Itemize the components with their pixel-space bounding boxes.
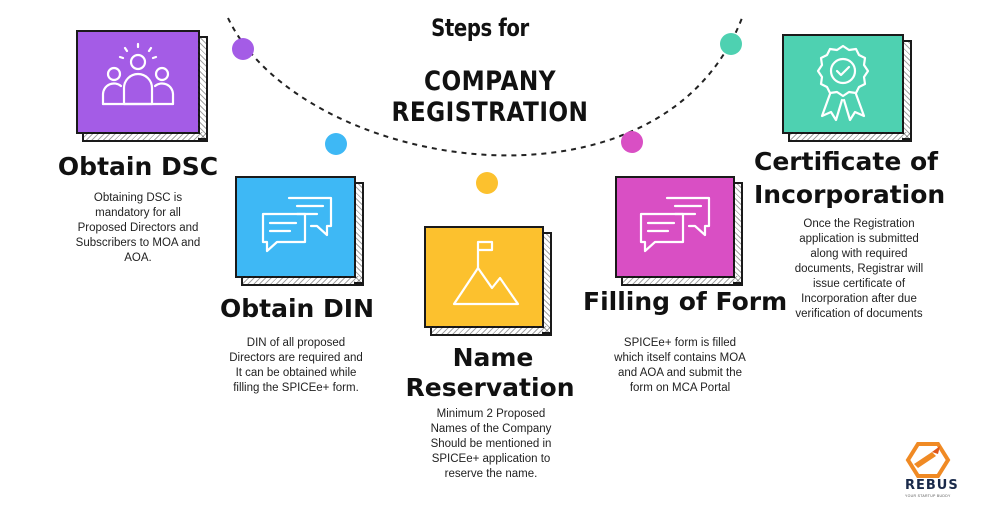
title-line1: Steps for (431, 14, 529, 42)
curve-dot-blue (325, 133, 347, 155)
step-name-shadow (542, 232, 552, 334)
award-badge-icon (816, 44, 870, 122)
step-certificate-heading-line2: Incorporation (754, 180, 946, 209)
step-form-card (615, 176, 735, 278)
page-title: COMPANY REGISTRATION (391, 66, 589, 128)
step-certificate-card (782, 34, 904, 134)
step-din-heading: Obtain DIN (219, 294, 375, 323)
curve-dot-teal (720, 33, 742, 55)
step-name-card (424, 226, 544, 328)
step-certificate-desc: Once the Registration application is sub… (794, 218, 924, 320)
curve-dot-purple (232, 38, 254, 60)
step-din-desc: DIN of all proposed Directors are requir… (229, 337, 363, 394)
step-dsc-heading: Obtain DSC (57, 152, 219, 181)
chat-bubbles-icon (261, 196, 333, 253)
rebus-logo-icon (905, 442, 951, 478)
step-dsc-desc: Obtaining DSC is mandatory for all Propo… (75, 192, 201, 264)
step-name-desc: Minimum 2 Proposed Names of the Company … (430, 408, 552, 480)
chat-bubbles-icon (639, 196, 711, 253)
step-form-desc: SPICEe+ form is filled which itself cont… (614, 337, 746, 394)
step-din-shadow (354, 182, 364, 284)
rebus-logo-tagline: YOUR STARTUP BUDDY (905, 494, 951, 498)
step-certificate-shadow (902, 40, 912, 140)
curve-dot-pink (621, 131, 643, 153)
step-certificate-shadow-bottom (788, 132, 912, 142)
step-dsc-shadow-bottom (82, 132, 208, 142)
step-certificate-heading-line1: Certificate of (754, 147, 939, 176)
step-dsc-shadow (198, 36, 208, 140)
step-din-card (235, 176, 356, 278)
step-form-heading: Filling of Form (583, 287, 788, 316)
step-form-shadow (733, 182, 743, 284)
step-name-heading-line2: Reservation (405, 373, 575, 402)
step-din-shadow-bottom (241, 276, 364, 286)
step-form-shadow-bottom (621, 276, 743, 286)
mountain-flag-icon (452, 240, 520, 306)
step-dsc-card (76, 30, 200, 134)
curve-dot-yellow (476, 172, 498, 194)
team-icon (101, 42, 175, 106)
rebus-logo-name: REBUS (905, 478, 959, 493)
step-name-shadow-bottom (430, 326, 552, 336)
step-name-heading-line1: Name (452, 343, 534, 372)
